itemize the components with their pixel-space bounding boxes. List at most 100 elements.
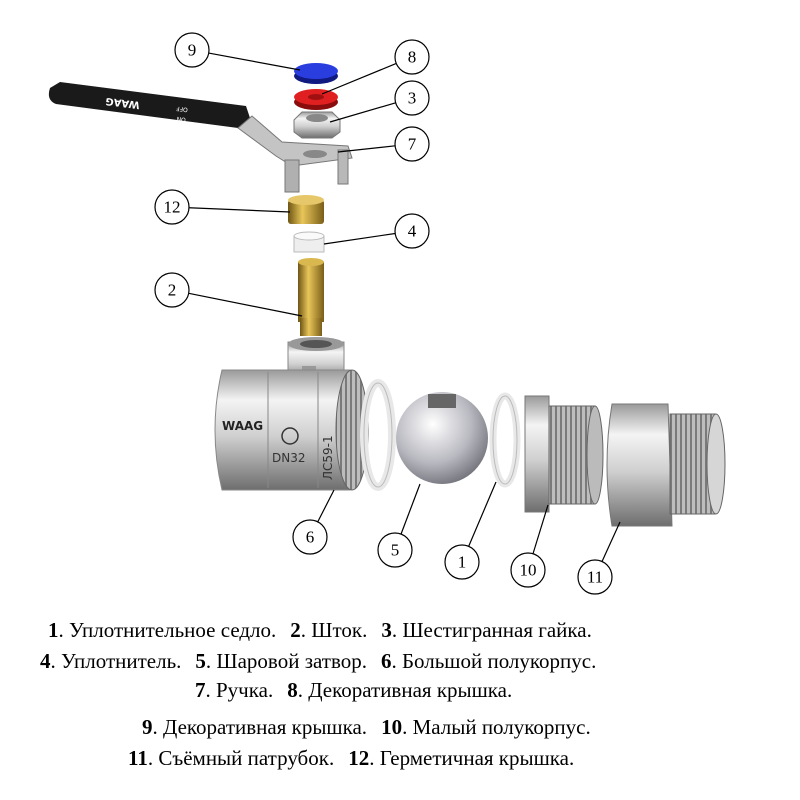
legend-text: . Шток. [300, 618, 368, 642]
legend-number: 11 [128, 746, 148, 770]
legend-text: . Большой полукорпус. [391, 649, 597, 673]
callout-9: 9 [174, 32, 301, 71]
large-body: WAAG DN32 ЛС59-1 [214, 337, 369, 491]
seat-ring-right [489, 392, 521, 488]
callout-10: 10 [510, 504, 549, 588]
legend-text: . Шаровой затвор. [205, 649, 367, 673]
legend-item: 10. Малый полукорпус. [381, 715, 591, 739]
callout-6: 6 [292, 489, 335, 555]
callout-number: 11 [587, 568, 603, 587]
callout-8: 8 [321, 39, 430, 95]
callout-circle [444, 544, 480, 580]
legend-number: 8 [287, 678, 298, 702]
legend-text: . Декоративная крышка. [297, 678, 513, 702]
legend-text: . Малый полукорпус. [402, 715, 591, 739]
callout-circle [577, 559, 613, 595]
legend-number: 3 [381, 618, 392, 642]
legend-row: 9. Декоративная крышка. 10. Малый полукор… [142, 715, 605, 740]
callout-circle [394, 213, 430, 249]
removable-nipple [606, 403, 726, 527]
callout-circle [510, 552, 546, 588]
legend-number: 2 [290, 618, 301, 642]
callout-number: 8 [408, 48, 417, 67]
callout-11: 11 [577, 521, 621, 595]
legend-row: 11. Съёмный патрубок. 12. Герметичная кры… [128, 746, 588, 771]
legend-item: 6. Большой полукорпус. [381, 649, 596, 673]
handle-brand: WAAG [105, 95, 140, 110]
legend-item: 1. Уплотнительное седло. [48, 618, 276, 642]
brass-gland [288, 195, 324, 224]
legend-text: . Съёмный патрубок. [147, 746, 335, 770]
callout-circle [377, 532, 413, 568]
callout-number: 5 [391, 541, 400, 560]
leader-line [188, 292, 303, 317]
legend-item: 3. Шестигранная гайка. [381, 618, 592, 642]
body-brand: WAAG [222, 419, 263, 433]
legend-number: 1 [48, 618, 59, 642]
leader-line [468, 481, 497, 547]
legend-item: 8. Декоративная крышка. [287, 678, 512, 702]
legend-text: . Ручка. [205, 678, 274, 702]
small-body [524, 395, 604, 513]
callout-number: 4 [408, 222, 417, 241]
leader-line [329, 102, 396, 123]
legend-number: 6 [380, 649, 392, 673]
callout-number: 9 [188, 41, 197, 60]
legend-number: 7 [195, 678, 206, 702]
legend-item: 12. Герметичная крышка. [348, 746, 574, 770]
blue-decorative-cap [294, 63, 338, 84]
legend-number: 4 [40, 649, 51, 673]
leader-line [532, 504, 549, 554]
callout-number: 1 [458, 553, 467, 572]
leader-line [337, 145, 396, 153]
callout-4: 4 [323, 213, 430, 249]
red-decorative-cap [294, 89, 338, 110]
legend-row: 4. Уплотнитель. 5. Шаровой затвор. 6. Боль… [40, 649, 610, 674]
callout-circle [174, 32, 210, 68]
leader-line [601, 521, 621, 562]
legend-text: . Уплотнительное седло. [58, 618, 277, 642]
legend-number: 10 [381, 715, 403, 739]
legend-item: 5. Шаровой затвор. [195, 649, 367, 673]
valve-drawing: WAAG OFF ON WAAG DN32 ЛС59-1 [48, 32, 726, 595]
legend-item: 11. Съёмный патрубок. [128, 746, 334, 770]
callout-number: 6 [306, 528, 315, 547]
leader-line [323, 232, 396, 245]
leader-line [317, 489, 335, 523]
handle-off-mark: OFF [175, 105, 188, 113]
callout-circle [394, 126, 430, 162]
callout-1: 1 [444, 481, 497, 580]
legend-text: . Декоративная крышка. [152, 715, 368, 739]
callout-circle [154, 189, 190, 225]
legend-text: . Уплотнитель. [50, 649, 182, 673]
handle-on-mark: ON [176, 115, 186, 123]
legend-number: 5 [195, 649, 206, 673]
callout-number: 7 [408, 135, 417, 154]
hex-nut [293, 111, 341, 139]
handle: WAAG OFF ON [48, 82, 353, 193]
leader-line [321, 62, 397, 95]
legend-item: 9. Декоративная крышка. [142, 715, 367, 739]
legend-item: 4. Уплотнитель. [40, 649, 181, 673]
leader-line [400, 483, 421, 535]
legend-number: 12 [348, 746, 370, 770]
legend-row: 1. Уплотнительное седло. 2. Шток. 3. Шести… [48, 618, 606, 643]
callout-3: 3 [329, 80, 430, 123]
legend-item: 2. Шток. [290, 618, 367, 642]
ball [396, 392, 488, 484]
callout-number: 10 [520, 561, 537, 580]
callout-7: 7 [337, 126, 430, 162]
callout-5: 5 [377, 483, 421, 568]
stem-seal [293, 231, 325, 253]
callout-number: 2 [168, 281, 177, 300]
legend-row: 7. Ручка. 8. Декоративная крышка. [195, 678, 526, 703]
stem [298, 258, 324, 336]
leader-line [188, 207, 291, 213]
legend-text: . Шестигранная гайка. [391, 618, 592, 642]
callout-circle [394, 80, 430, 116]
legend-number: 9 [142, 715, 153, 739]
callout-2: 2 [154, 272, 303, 317]
legend-text: . Герметичная крышка. [369, 746, 575, 770]
legend-item: 7. Ручка. [195, 678, 273, 702]
